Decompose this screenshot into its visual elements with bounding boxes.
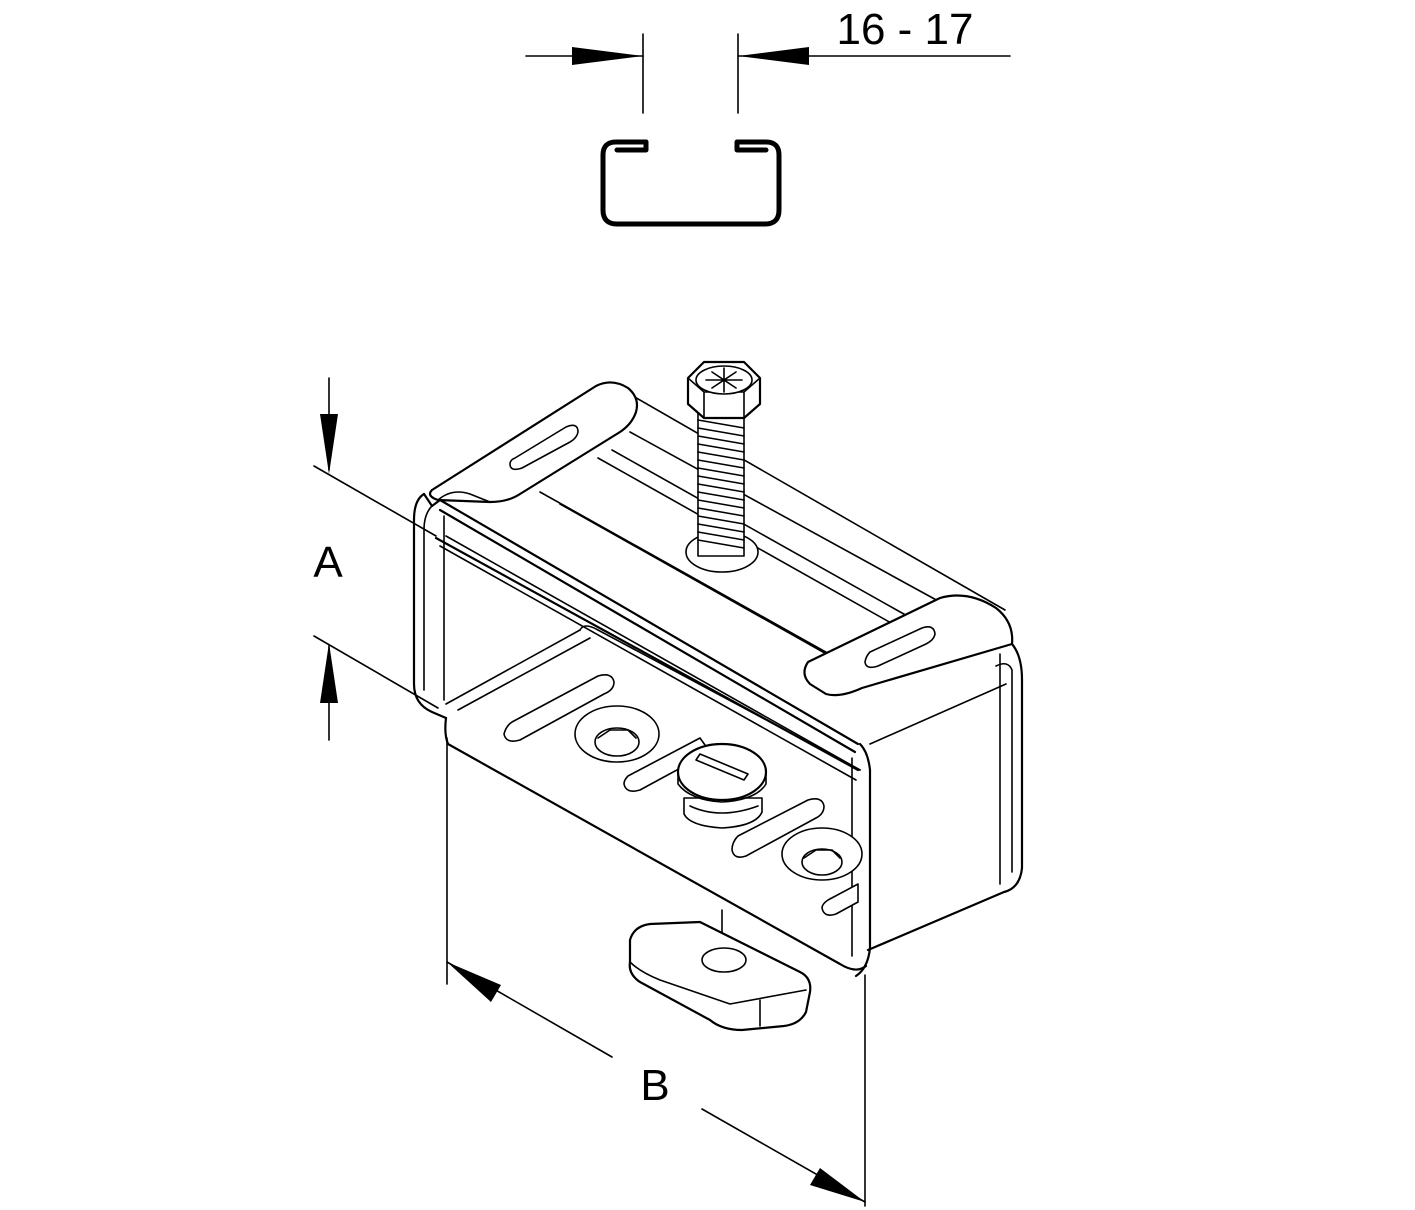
arrow-up-icon <box>320 643 338 703</box>
dimension-a: A <box>313 377 439 741</box>
extension-line-a-bottom <box>313 635 439 709</box>
top-tab-right <box>803 594 1014 697</box>
screw-slot <box>695 753 749 781</box>
top-tab-left <box>428 381 639 504</box>
arrow-down-left-icon <box>447 962 501 1002</box>
arrow-right-icon <box>572 47 643 65</box>
slot <box>623 737 711 792</box>
hex-bolt <box>685 360 762 573</box>
nut-plate <box>628 909 812 1032</box>
dimension-b-label: B <box>640 1061 669 1110</box>
nut-hole <box>701 947 747 973</box>
base-plate <box>503 625 863 916</box>
dimension-b: B <box>446 737 866 1207</box>
slot <box>864 626 936 669</box>
cross-slot <box>705 367 743 393</box>
extension-line-a-top <box>313 465 437 537</box>
slot <box>821 883 859 916</box>
slot <box>509 424 579 471</box>
dimension-a-label: A <box>313 538 343 587</box>
arrow-up-right-icon <box>810 1168 865 1202</box>
slot-width-label: 16 - 17 <box>837 5 974 54</box>
slot <box>503 674 615 742</box>
slot <box>731 798 825 858</box>
arrow-down-icon <box>320 414 338 474</box>
slotted-screw <box>676 742 768 829</box>
channel-profile <box>600 139 782 227</box>
clamp-bracket <box>412 360 1024 1032</box>
slot-width-dimension: 16 - 17 <box>525 5 1011 114</box>
arrow-left-icon <box>738 47 809 65</box>
